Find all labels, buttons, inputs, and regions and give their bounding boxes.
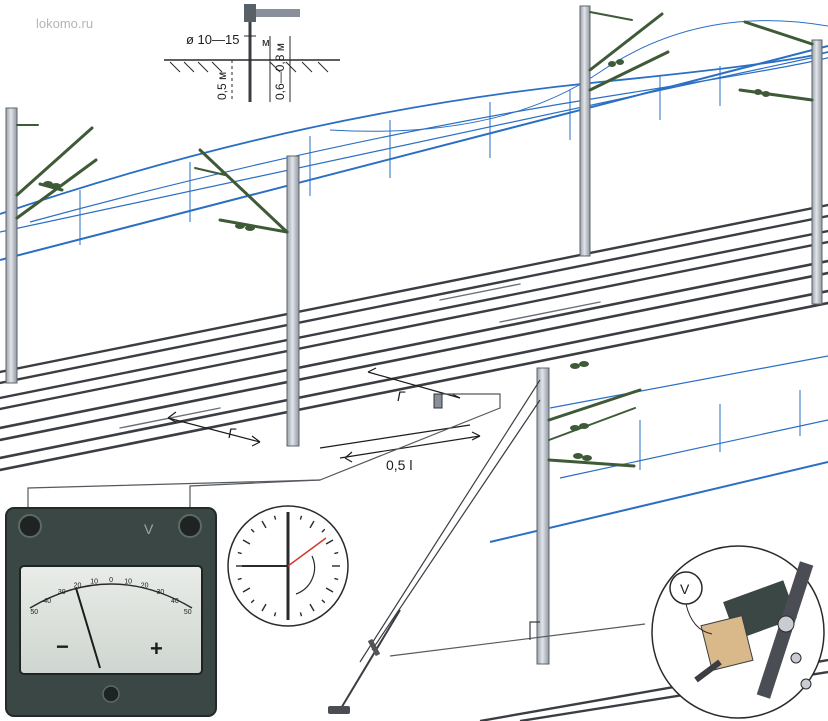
mast-far (579, 5, 591, 257)
meter-scale-label: 50 (30, 609, 38, 616)
dial-tick (242, 539, 251, 545)
meter-face (19, 565, 203, 675)
probe-pole (339, 379, 646, 711)
label-g-right: Г (397, 388, 406, 404)
meter-scale-label: 20 (141, 582, 149, 589)
meter-plus-sign: + (150, 636, 163, 661)
catenary-wires (0, 20, 828, 261)
dial-tick (261, 603, 267, 612)
meter-scale-label: 0 (109, 577, 113, 584)
mast-far-right (811, 39, 823, 305)
meter-scale-labels: 50 40 30 20 10 0 10 20 30 40 50 (30, 577, 191, 616)
dial-tick (321, 528, 326, 533)
meter-needle (75, 587, 101, 669)
meter-scale-label: 30 (58, 589, 66, 596)
mast-left (5, 107, 18, 384)
ground-electrode (328, 706, 350, 714)
meter-scale-label: 40 (43, 598, 51, 605)
dial-tick (325, 587, 334, 593)
insulators-upper (43, 59, 770, 231)
railway-tracks (0, 203, 828, 472)
dial-tick (309, 603, 315, 612)
dial-tick (237, 551, 242, 555)
dial-tick (299, 515, 303, 520)
dial-tick (242, 587, 251, 593)
watermark-text: lokomo.ru (36, 16, 93, 31)
meter-unit-label: V (144, 521, 154, 537)
label-g-left: Г (228, 425, 237, 441)
meter-scale-label: 10 (90, 578, 98, 585)
dial-tick (334, 551, 339, 555)
mast-lower (536, 367, 550, 665)
electrode-inset (164, 4, 340, 102)
cantilever-brackets (15, 11, 814, 234)
dial-tick (334, 577, 339, 581)
meter-minus-sign: − (56, 634, 69, 659)
dial-tick (299, 612, 303, 617)
dial-tick (273, 515, 277, 520)
inset-circle (651, 545, 825, 719)
dial-tick (250, 599, 255, 604)
probe-rod (433, 393, 443, 409)
inset-voltmeter-unit: V (680, 581, 690, 597)
mast-center (286, 155, 300, 447)
cantilever-lower (547, 388, 642, 468)
electrode-diameter-label: ø 10—15 (186, 32, 239, 47)
voltmeter: 50 40 30 20 10 0 10 20 30 40 50 − + V (5, 507, 217, 717)
dial-tick (321, 599, 326, 604)
dial-tick (237, 577, 242, 581)
meter-scale-label: 30 (157, 589, 165, 596)
terminal-right (178, 514, 202, 538)
dial-tick (309, 520, 315, 529)
zero-adjust-knob (102, 685, 120, 703)
label-distance: 0,5 l (386, 457, 412, 473)
meter-scale-label: 20 (74, 582, 82, 589)
meter-scale-label: 10 (124, 578, 132, 585)
terminal-left (18, 514, 42, 538)
dial-tick (325, 539, 334, 545)
dial-tick (273, 612, 277, 617)
electrode-width-label: м (262, 37, 270, 49)
measurement-dial (227, 505, 349, 627)
dial-tick (250, 528, 255, 533)
insulators-lower (570, 361, 592, 461)
meter-scale-label: 50 (184, 609, 192, 616)
meter-scale-label: 40 (171, 598, 179, 605)
dial-tick (261, 520, 267, 529)
electrode-depth-label-1: 0,5 м (215, 72, 229, 100)
electrode-depth-label-2: 0,6—0,8 м (273, 43, 287, 100)
